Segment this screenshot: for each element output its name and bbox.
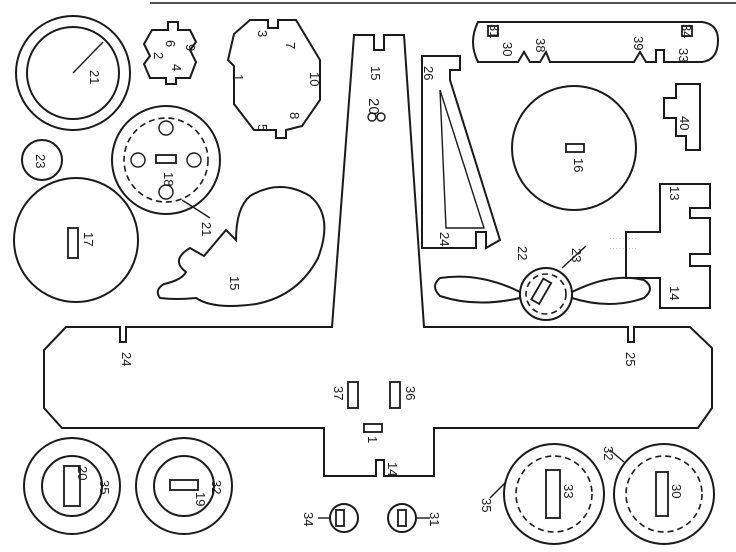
label-34-strip: 34 — [679, 24, 694, 38]
part-octagon: 3 7 1 10 5 8 — [226, 19, 322, 139]
label-ring: 21 — [87, 70, 102, 84]
label-31: 31 — [487, 24, 502, 38]
comb-fine-print: · · · · · · · · · — [610, 236, 636, 242]
label-19: 19 — [193, 492, 208, 506]
label-disc-21: 21 — [199, 222, 214, 236]
label-tail-15: 15 — [227, 276, 242, 290]
label-8: 8 — [287, 112, 302, 119]
label-7: 7 — [283, 42, 298, 49]
label-wheel-20: 20 — [75, 466, 90, 480]
label-26: 26 — [421, 66, 436, 80]
label-17: 17 — [81, 232, 96, 246]
part-wheel-19: 19 32 — [135, 437, 233, 535]
part-small-connector: 6 9 2 4 — [142, 21, 198, 85]
label-36: 36 — [403, 386, 418, 400]
label-39: 39 — [631, 36, 646, 50]
part-triangle-frame: 26 24 — [421, 55, 502, 250]
label-1: 1 — [231, 74, 246, 81]
part-circle-23: 23 — [21, 139, 63, 181]
label-wing-25: 25 — [623, 352, 638, 366]
label-frame-24: 24 — [437, 232, 452, 246]
label-23: 23 — [33, 154, 48, 168]
label-wheel-35: 35 — [97, 480, 112, 494]
label-2: 2 — [151, 52, 166, 59]
part-propeller: 22 23 — [434, 245, 651, 321]
part-wheel-30: 30 32 — [601, 443, 715, 545]
label-wing-24: 24 — [119, 352, 134, 366]
part-top-strip: 31 30 38 39 34 33 — [472, 21, 720, 63]
label-38: 38 — [533, 38, 548, 52]
label-6: 6 — [163, 40, 178, 47]
label-15: 15 — [368, 66, 383, 80]
label-30: 30 — [500, 42, 515, 56]
label-37: 37 — [331, 386, 346, 400]
label-33: 33 — [561, 484, 576, 498]
label-wheel-32b: 32 — [601, 446, 616, 460]
label-wheel-32: 32 — [209, 480, 224, 494]
label-wing-14: 14 — [385, 462, 400, 476]
label-comb-14: 14 — [667, 286, 682, 300]
label-4: 4 — [169, 64, 184, 71]
part-wheel-20: 20 35 — [23, 437, 121, 535]
part-hub-31: 31 — [387, 503, 442, 533]
part-fuselage-wing: 15 20 24 25 37 36 1 14 — [43, 34, 713, 477]
label-3: 3 — [255, 30, 270, 37]
label-9: 9 — [183, 44, 198, 51]
part-disc-18: 18 21 — [111, 105, 221, 236]
label-34: 34 — [301, 512, 316, 526]
label-wing-1: 1 — [365, 436, 380, 443]
part-comb: 13 14 · · · · · · · · · · · · · · · · · … — [610, 183, 711, 309]
part-disc-16: 16 — [511, 85, 637, 211]
label-31: 31 — [427, 512, 442, 526]
label-33-strip: 33 — [676, 48, 691, 62]
part-disc-17: 17 — [13, 177, 139, 303]
part-block-40: 40 — [663, 83, 701, 151]
comb-fine-print-2: · · · · · · · · · — [610, 246, 636, 252]
label-wheel-35b: 35 — [479, 498, 494, 512]
label-16: 16 — [571, 158, 586, 172]
label-5: 5 — [255, 124, 270, 131]
label-10: 10 — [307, 72, 322, 86]
label-30: 30 — [669, 484, 684, 498]
label-40: 40 — [677, 116, 692, 130]
part-ring-21: 21 — [15, 15, 131, 131]
label-18: 18 — [161, 172, 176, 186]
label-22: 22 — [515, 246, 530, 260]
label-13: 13 — [667, 186, 682, 200]
label-20: 20 — [365, 98, 382, 115]
label-prop-23: 23 — [569, 248, 584, 262]
part-wheel-33: 33 35 — [479, 443, 605, 545]
part-hub-34: 34 — [301, 503, 359, 533]
part-tail-15: 15 — [156, 186, 326, 307]
